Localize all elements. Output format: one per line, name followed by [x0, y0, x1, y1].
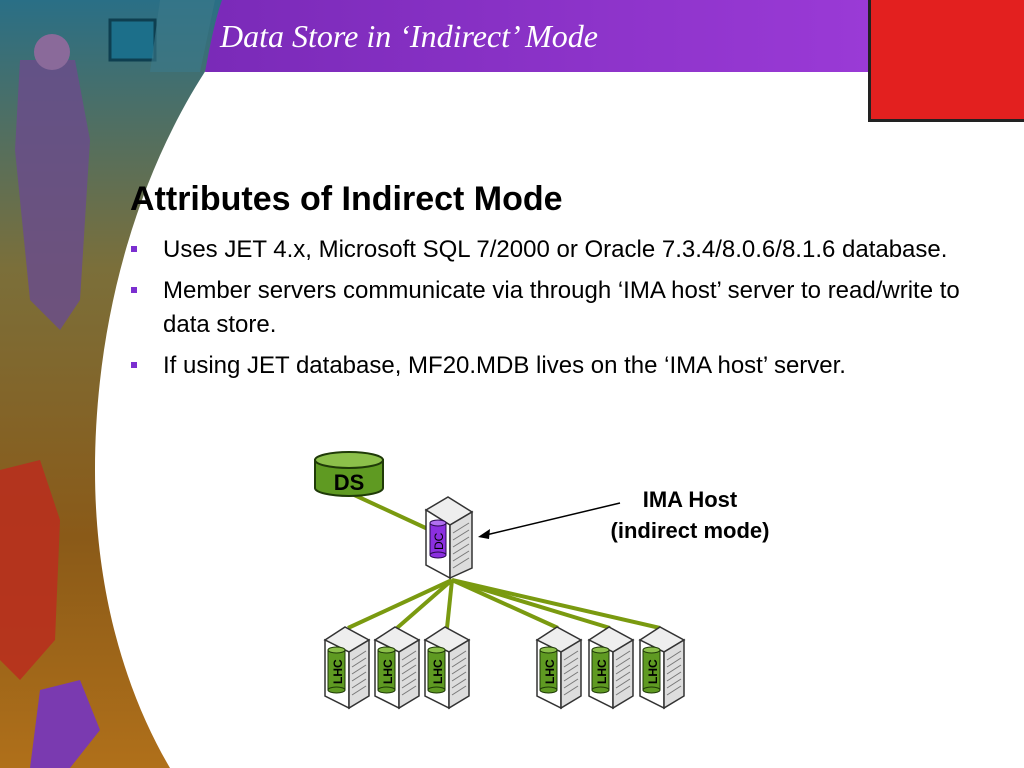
member-cache-cylinder: LHC — [642, 646, 661, 694]
member-cache-label: LHC — [381, 659, 395, 684]
title-bar-shape — [205, 0, 870, 72]
figure-purple-small — [30, 680, 100, 768]
callout-arrow-line — [485, 502, 621, 536]
host-cache-cylinder: DC — [429, 519, 447, 559]
monitor-shape — [108, 18, 157, 62]
member-cache-label: LHC — [331, 659, 345, 684]
member-server: LHC — [535, 626, 583, 710]
figure-suit — [15, 60, 90, 330]
member-cache-cylinder: LHC — [539, 646, 558, 694]
member-cache-cylinder: LHC — [427, 646, 446, 694]
callout-arrowhead-icon — [478, 529, 490, 539]
bullet-item: Uses JET 4.x, Microsoft SQL 7/2000 or Or… — [130, 233, 1010, 267]
member-cache-label: LHC — [431, 659, 445, 684]
member-cache-label: LHC — [646, 659, 660, 684]
ima-host-server: DC — [424, 496, 474, 580]
figure-red — [0, 460, 60, 680]
bullet-text: Member servers communicate via through ‘… — [163, 277, 960, 338]
link-host-to-member-4 — [451, 578, 559, 630]
slide-title: Data Store in ‘Indirect’ Mode — [220, 18, 598, 54]
content-heading: Attributes of Indirect Mode — [130, 180, 563, 218]
member-cache-label: LHC — [595, 659, 609, 684]
member-cache-label: LHC — [543, 659, 557, 684]
connection-lines — [347, 491, 661, 630]
link-host-to-member-1 — [347, 578, 453, 630]
square-bullet-icon — [131, 362, 137, 368]
data-store-label: DS — [334, 470, 365, 495]
data-store-cylinder: DS — [314, 451, 384, 497]
host-callout-line2: (indirect mode) — [611, 518, 770, 543]
figure-head — [34, 34, 70, 70]
link-host-to-member-6 — [451, 578, 661, 630]
host-cache-label: DC — [432, 532, 446, 550]
bullet-text: If using JET database, MF20.MDB lives on… — [163, 352, 846, 379]
member-cache-cylinder: LHC — [377, 646, 396, 694]
host-callout: IMA Host (indirect mode) — [478, 487, 769, 543]
bullet-text: Uses JET 4.x, Microsoft SQL 7/2000 or Or… — [163, 236, 948, 263]
link-host-to-member-3 — [445, 579, 454, 629]
host-callout-line1: IMA Host — [643, 487, 738, 512]
link-host-to-member-2 — [395, 578, 454, 630]
member-server: LHC — [423, 626, 471, 710]
square-bullet-icon — [131, 246, 137, 252]
square-bullet-icon — [131, 287, 137, 293]
bullet-item: Member servers communicate via through ‘… — [130, 274, 1010, 342]
slide-content: Attributes of Indirect Mode Uses JET 4.x… — [130, 180, 1010, 390]
member-servers: LHC LHC LHC LHC LHC LHC — [323, 626, 686, 710]
member-server: LHC — [587, 626, 635, 710]
link-ds-to-host — [349, 491, 431, 532]
bullet-list: Uses JET 4.x, Microsoft SQL 7/2000 or Or… — [130, 233, 1010, 383]
bullet-item: If using JET database, MF20.MDB lives on… — [130, 349, 1010, 383]
member-server: LHC — [323, 626, 371, 710]
member-server: LHC — [373, 626, 421, 710]
member-server: LHC — [638, 626, 686, 710]
accent-red-block — [868, 0, 1024, 122]
member-cache-cylinder: LHC — [591, 646, 610, 694]
member-cache-cylinder: LHC — [327, 646, 346, 694]
